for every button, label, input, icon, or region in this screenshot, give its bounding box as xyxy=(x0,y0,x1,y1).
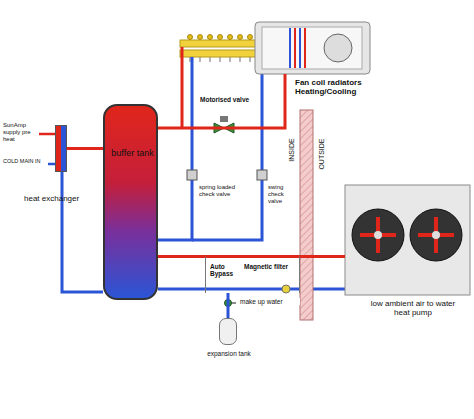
buffer-tank-node: buffer tank xyxy=(103,104,158,300)
cold-main-pipe xyxy=(48,163,55,166)
wall-side-label: OUTSIDE xyxy=(318,132,326,176)
node-label: buffer tank xyxy=(105,148,160,158)
pipe-connector xyxy=(158,255,205,258)
valve-symbols xyxy=(187,116,267,180)
node-label: Fan coil radiators Heating/Cooling xyxy=(295,78,387,96)
part-label: swing check valve xyxy=(268,184,298,205)
part-label: COLD MAIN IN xyxy=(3,158,47,164)
heat-pump-node: low ambient air to water heat pump xyxy=(345,185,470,295)
node-label: low ambient air to water heat pump xyxy=(363,299,463,317)
node-label: expansion tank xyxy=(198,350,260,357)
return-pipe xyxy=(192,74,262,240)
fan-coil-node: Fan coil radiators Heating/Cooling xyxy=(255,22,370,74)
preheat-pipe xyxy=(38,133,55,136)
magnetic-filter-symbol xyxy=(282,285,290,293)
return-pipe xyxy=(62,172,103,292)
heat-pump-unit xyxy=(345,185,470,295)
pipe-connector xyxy=(300,255,345,258)
part-label: SunAmp supply pre heat xyxy=(3,122,39,143)
heat-exchanger-node: heat exchanger xyxy=(55,125,67,172)
node-label: Magnetic filter xyxy=(244,263,298,270)
node-label: heat exchanger xyxy=(24,194,99,203)
pipe-connector xyxy=(227,293,230,318)
part-label: Motorised valve xyxy=(200,96,250,103)
pipe-connector xyxy=(158,74,285,128)
wall-side-label: INSIDE xyxy=(288,130,296,170)
part-label: make up water xyxy=(240,298,300,305)
flow-pipe xyxy=(181,47,184,128)
fan-coil-unit xyxy=(255,22,370,74)
part-label: spring loaded check valve xyxy=(199,184,241,198)
expansion-tank-node: expansion tank xyxy=(219,318,237,345)
bypass-filter-node: Auto Bypass Magnetic filter xyxy=(205,255,300,293)
return-pipe xyxy=(158,57,192,240)
wall xyxy=(300,110,313,320)
node-label: Auto Bypass xyxy=(210,263,240,278)
pipe-connector xyxy=(67,147,103,150)
return-pipe xyxy=(158,288,345,291)
